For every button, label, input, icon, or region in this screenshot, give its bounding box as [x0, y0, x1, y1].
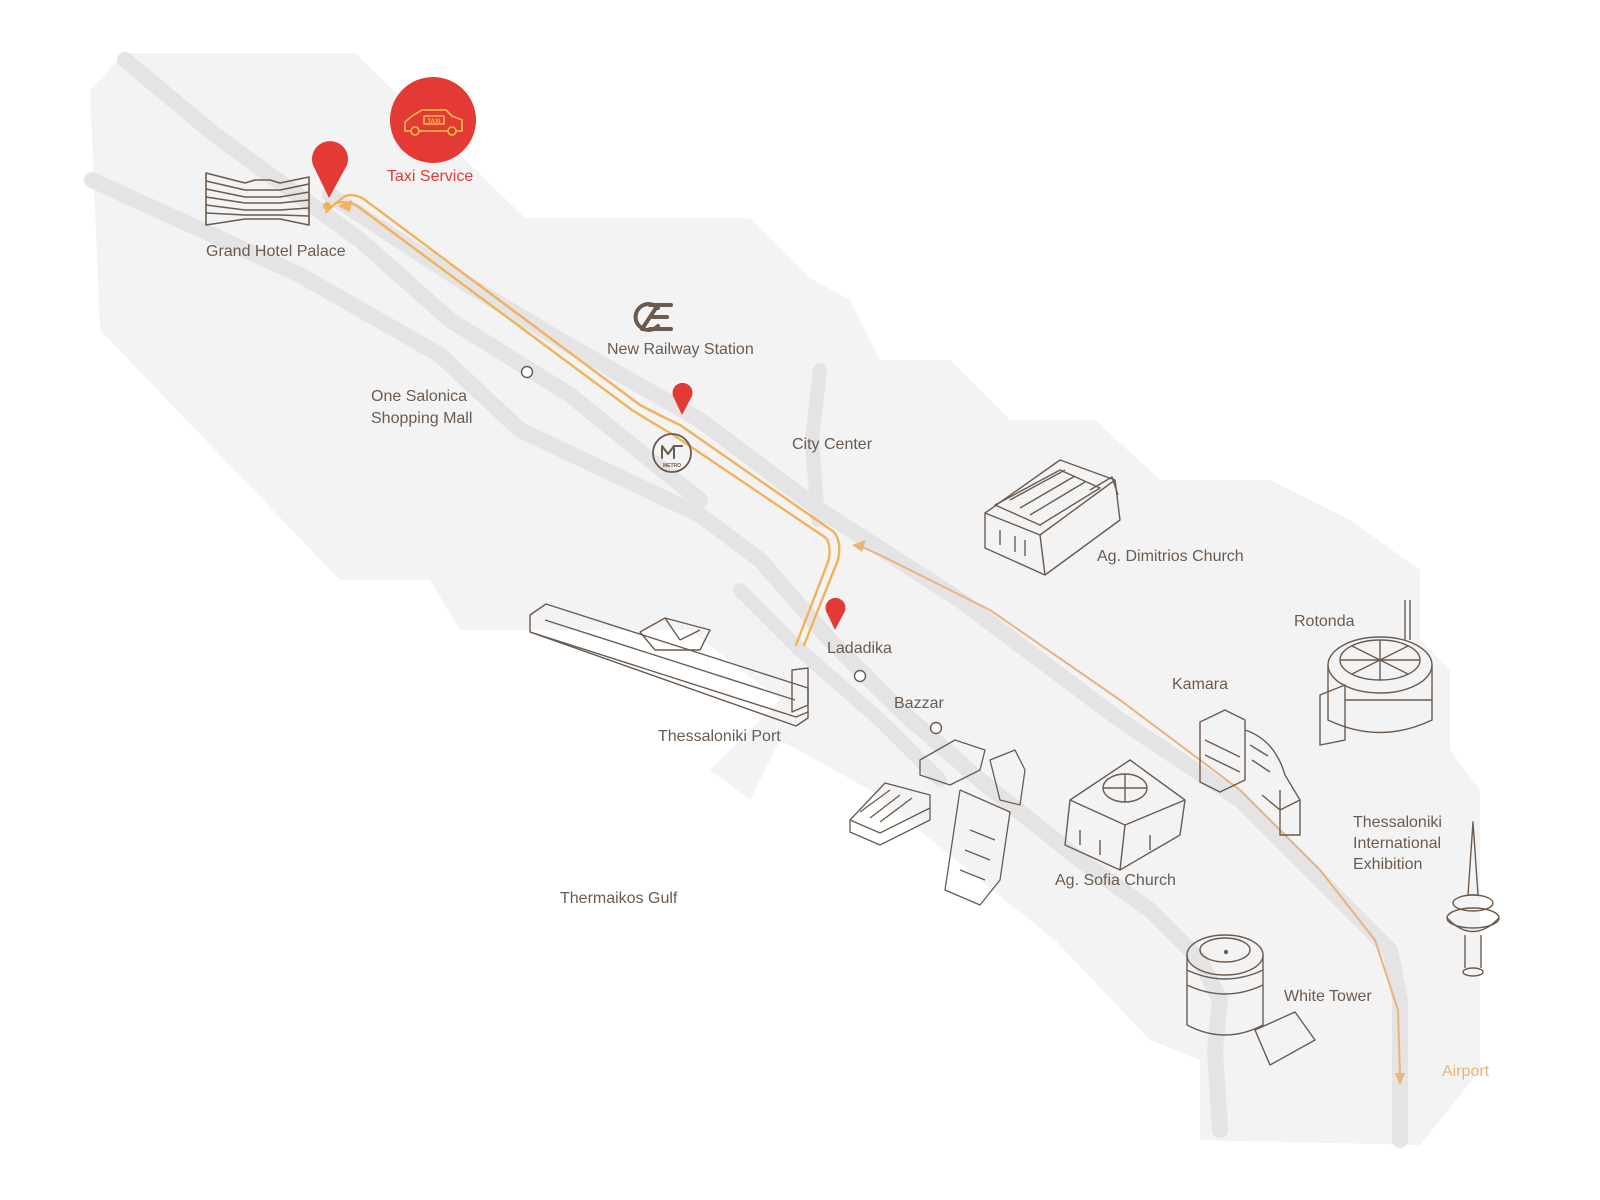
thermaikos-gulf-label: Thermaikos Gulf: [560, 890, 678, 907]
white-tower-icon: [1186, 934, 1316, 1066]
airport-label[interactable]: Airport: [1442, 1063, 1490, 1080]
taxi-service-label[interactable]: Taxi Service: [387, 168, 474, 185]
taxi-service-button[interactable]: TAXI: [390, 77, 476, 163]
grand-hotel-icon: [205, 172, 310, 226]
taxi-badge-text: TAXI: [427, 119, 441, 125]
airport-route: [861, 546, 1401, 1076]
airport-route-arrow-up: [852, 540, 866, 552]
ladadika-map-pin[interactable]: [825, 597, 846, 630]
bazzar-stop-marker: [929, 721, 943, 735]
bazzar-label: Bazzar: [894, 695, 944, 712]
rotonda-icon: [1319, 600, 1433, 746]
taxi-icon: [404, 109, 463, 136]
ag-dimitrios-label: Ag. Dimitrios Church: [1097, 548, 1244, 565]
ladadika-stop-marker: [853, 669, 867, 683]
port-label: Thessaloniki Port: [658, 728, 781, 745]
railway-map-pin[interactable]: [672, 382, 693, 415]
bazzar-buildings-icon: [849, 739, 1026, 906]
ladadika-label: Ladadika: [827, 640, 892, 657]
taxi-route-arrow: [338, 200, 352, 212]
railway-logo-icon: [633, 302, 673, 332]
exhibition-label-line1: Thessaloniki: [1353, 814, 1442, 831]
exhibition-tower-icon: [1446, 821, 1500, 977]
exhibition-label-line2: International: [1353, 835, 1442, 852]
mall-stop-marker: [520, 365, 534, 379]
thessaloniki-port-icon: [529, 603, 809, 727]
metro-logo-icon: METRO: [652, 433, 692, 473]
ag-sofia-label: Ag. Sofia Church: [1055, 872, 1176, 889]
hotel-route-dot: [323, 202, 331, 210]
airport-route-arrow-down: [1395, 1073, 1405, 1085]
metro-logo-text: METRO: [663, 463, 681, 469]
mall-label-line2: Shopping Mall: [371, 410, 473, 427]
hotel-map-pin[interactable]: [312, 141, 348, 198]
ag-dimitrios-church-icon: [984, 459, 1121, 576]
kamara-label: Kamara: [1172, 676, 1229, 693]
roads: [84, 52, 1408, 1148]
grand-hotel-label: Grand Hotel Palace: [206, 243, 346, 260]
ag-sofia-church-icon: [1064, 759, 1186, 871]
white-tower-label: White Tower: [1284, 988, 1372, 1005]
mall-label-line1: One Salonica: [371, 388, 468, 405]
railway-station-label: New Railway Station: [607, 341, 754, 358]
kamara-icon: [1199, 709, 1301, 836]
city-center-label: City Center: [792, 436, 873, 453]
exhibition-label-line3: Exhibition: [1353, 856, 1423, 873]
rotonda-label: Rotonda: [1294, 613, 1355, 630]
